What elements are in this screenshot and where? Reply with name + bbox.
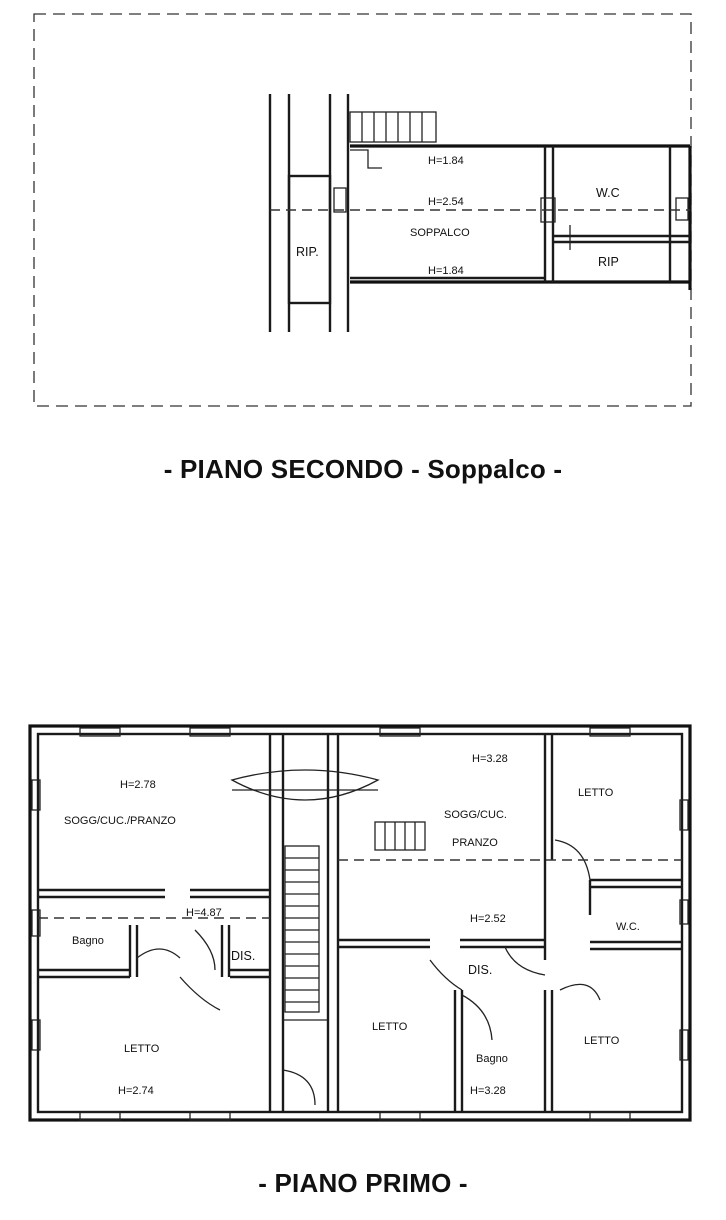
lower-stair-core — [230, 734, 380, 1112]
room-label-wc-upper: W.C — [596, 186, 620, 200]
height-label-487: H=4.87 — [186, 907, 222, 919]
room-label-soppalco: SOPPALCO — [410, 227, 470, 239]
height-label-top: H=1.84 — [428, 155, 464, 167]
room-label-wc-lower: W.C. — [616, 921, 640, 933]
lower-plan-title: - PIANO PRIMO - — [258, 1168, 468, 1198]
height-label-328-bottom: H=3.28 — [470, 1085, 506, 1097]
room-label-letto-bottom-right: LETTO — [584, 1035, 620, 1047]
room-label-letto-top-right: LETTO — [578, 787, 614, 799]
height-label-278: H=2.78 — [120, 779, 156, 791]
room-label-dis-left: DIS. — [231, 949, 255, 963]
height-label-252: H=2.52 — [470, 913, 506, 925]
upper-vertical-walls — [268, 94, 350, 332]
upper-staircase — [349, 111, 437, 169]
height-label-274: H=2.74 — [118, 1085, 154, 1097]
lower-left-apartment — [31, 727, 270, 1121]
room-label-sogg-left: SOGG/CUC./PRANZO — [64, 815, 176, 827]
upper-rip-room — [287, 174, 332, 305]
room-label-sogg-right-1: SOGG/CUC. — [444, 809, 507, 821]
height-label-middle: H=2.54 — [428, 196, 464, 208]
lower-floor-plan: H=2.78 SOGG/CUC./PRANZO H=4.87 Bagno DIS… — [28, 724, 692, 1122]
room-label-rip-right: RIP — [598, 255, 619, 269]
upper-plan-boundary — [33, 13, 692, 407]
room-label-letto-mid: LETTO — [372, 1021, 408, 1033]
room-label-sogg-right-2: PRANZO — [452, 837, 498, 849]
lower-outer-wall — [28, 724, 692, 1122]
room-label-bagno-left: Bagno — [72, 935, 104, 947]
room-label-letto-left: LETTO — [124, 1043, 160, 1055]
height-label-bottom: H=1.84 — [428, 265, 464, 277]
lower-right-apartment — [338, 727, 689, 1121]
room-label-bagno-right: Bagno — [476, 1053, 508, 1065]
room-label-rip-left: RIP. — [296, 245, 319, 259]
height-label-328-top: H=3.28 — [472, 753, 508, 765]
upper-plan-title: - PIANO SECONDO - Soppalco - — [163, 454, 563, 484]
upper-main-block — [270, 144, 692, 290]
room-label-dis-right: DIS. — [468, 963, 492, 977]
upper-floor-plan: RIP. SOPPALCO W.C RIP H=1.84 H=2.54 H=1.… — [33, 13, 692, 407]
